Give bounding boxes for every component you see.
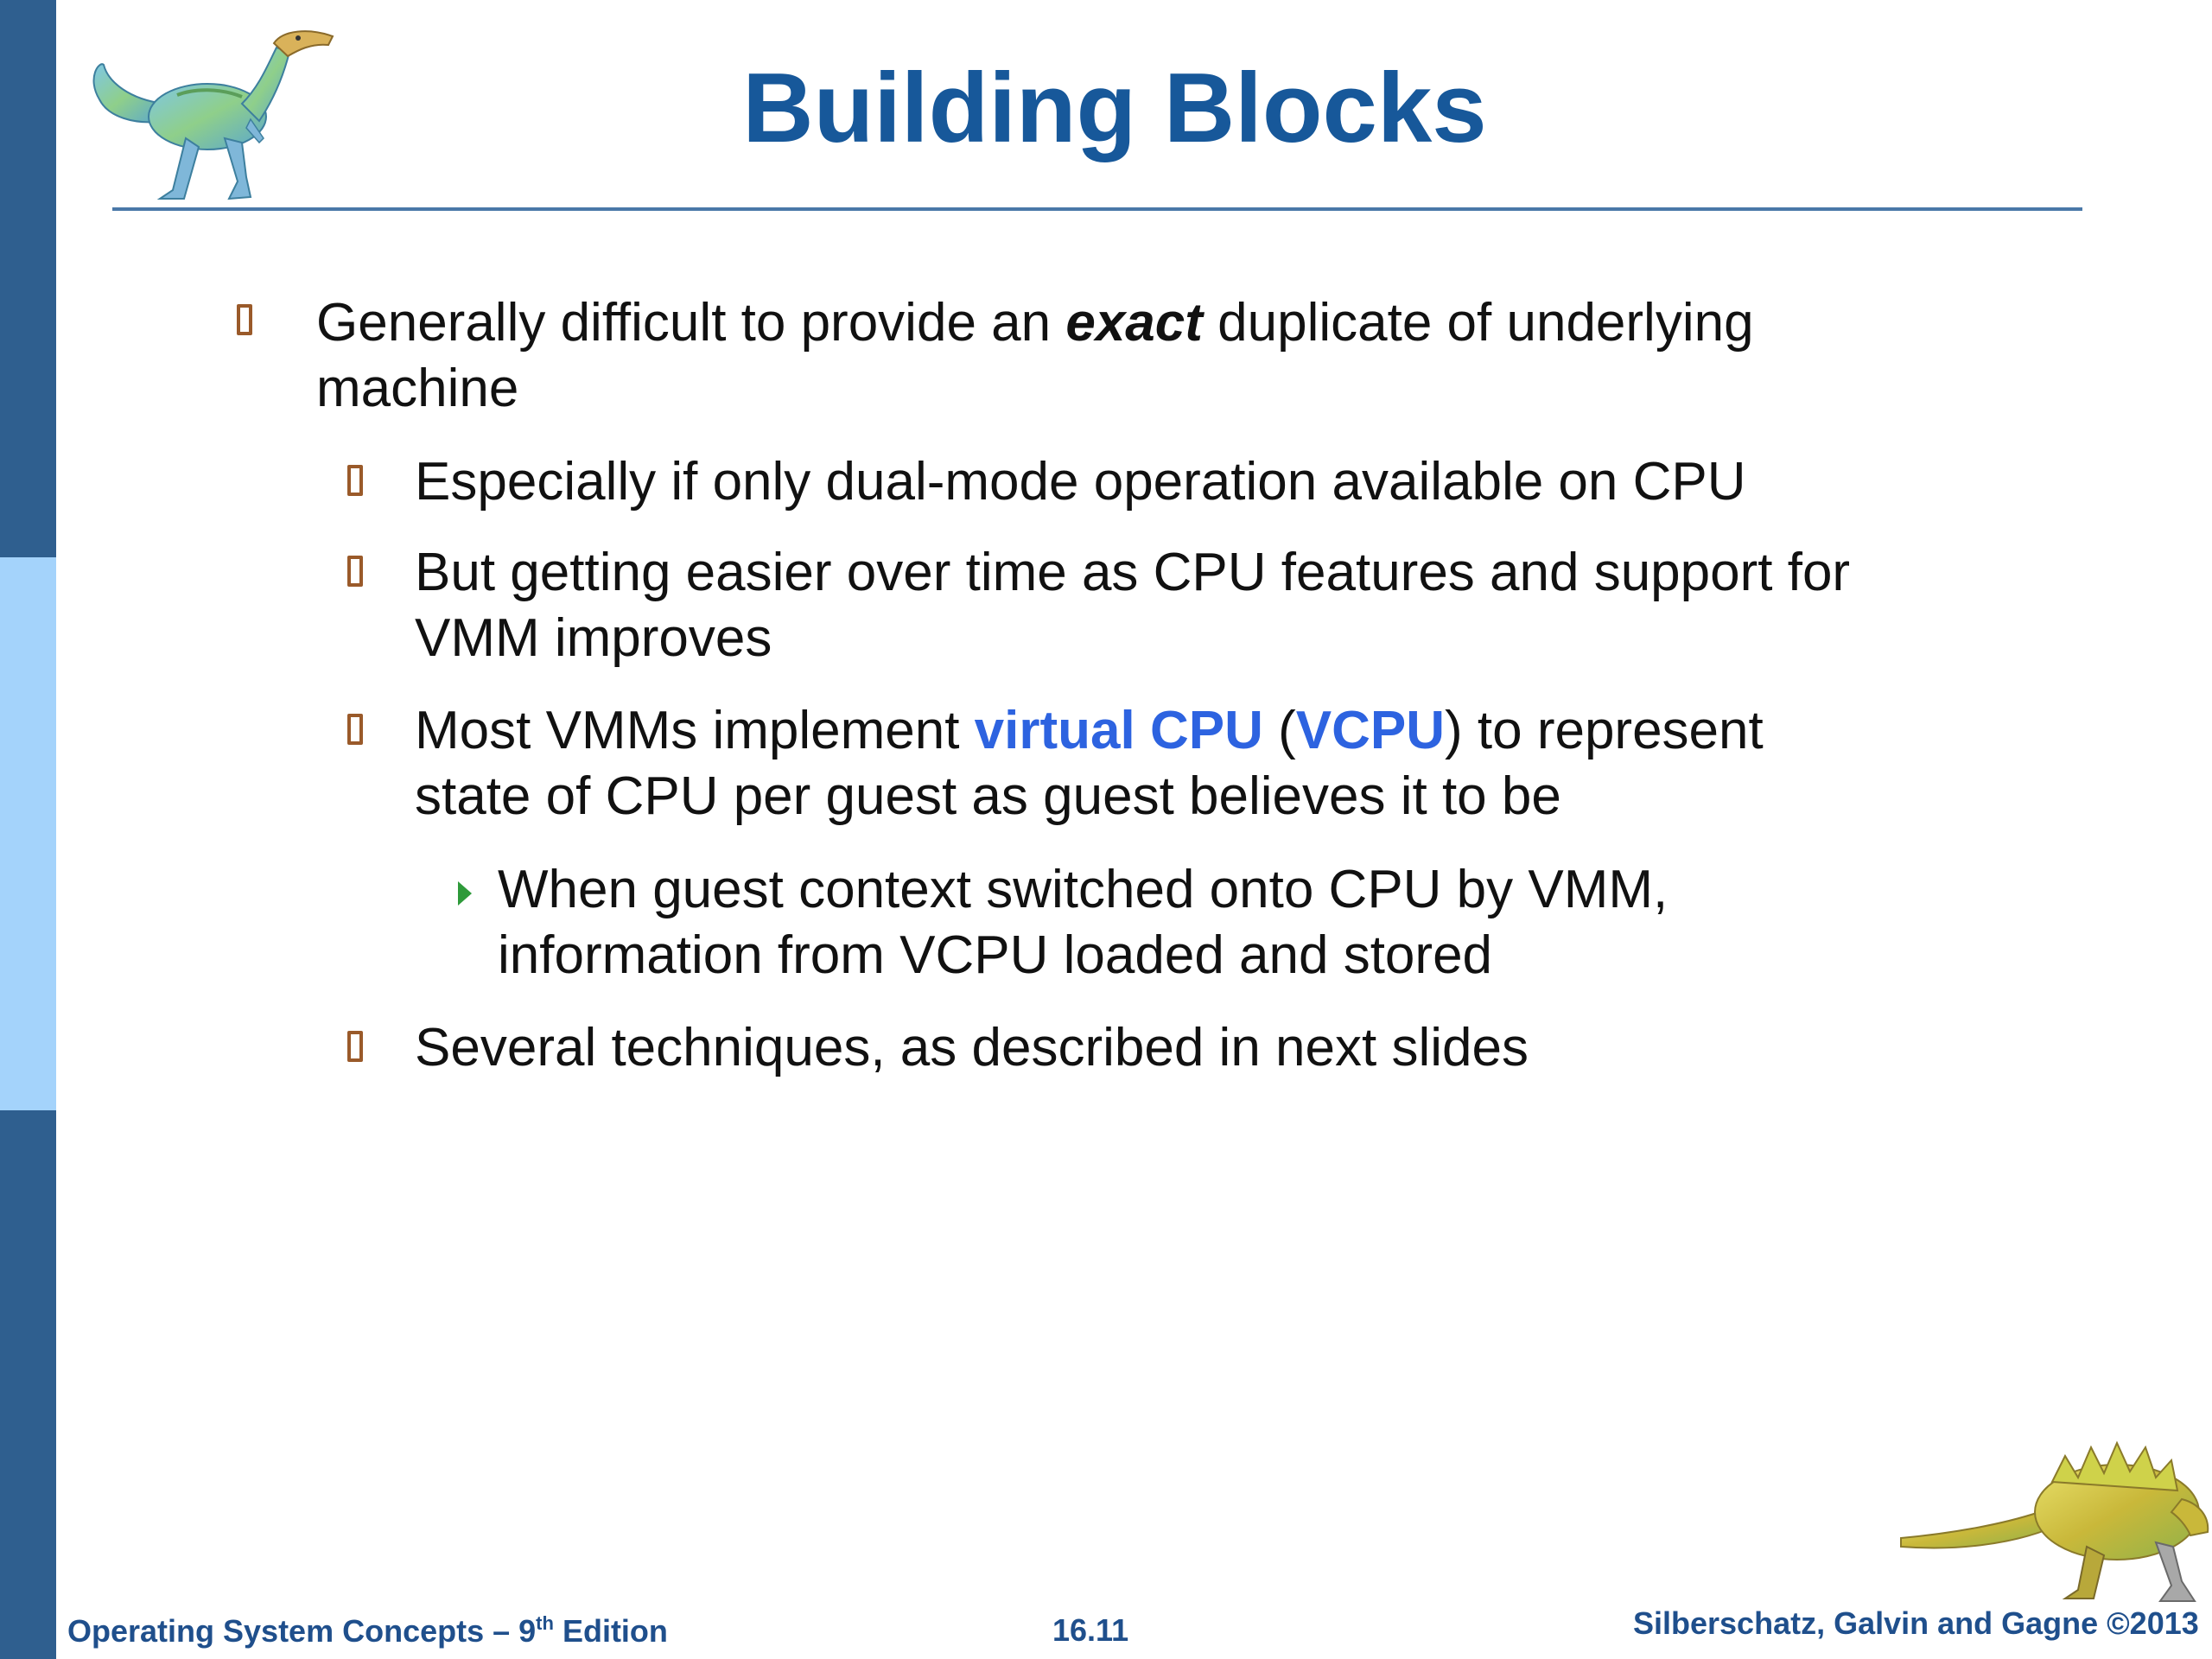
bullet-text: Most VMMs implement [415, 701, 975, 760]
bullet-text: Generally difficult to provide an [316, 293, 1066, 353]
bullet-square-icon [347, 1031, 363, 1062]
footer-superscript: th [536, 1612, 554, 1634]
bullet-arrow-icon [458, 881, 472, 906]
bullet-text-line: state of CPU per guest as guest believes… [415, 766, 1561, 826]
bullet-text-line: Several techniques, as described in next… [415, 1018, 1529, 1077]
bullet-text: ) to represent [1445, 701, 1764, 760]
bullet-text-line: information from VCPU loaded and stored [498, 925, 1493, 985]
emphasis-text: exact [1065, 293, 1203, 353]
side-bar-middle-segment [0, 557, 56, 1110]
footer-copyright: Silberschatz, Galvin and Gagne ©2013 [1633, 1605, 2199, 1641]
bullet-text-line: Most VMMs implement virtual CPU (VCPU) t… [415, 700, 1764, 761]
footer-text: Operating System Concepts – 9 [67, 1613, 537, 1649]
bullet-square-icon [347, 465, 363, 496]
bullet-text-line: Especially if only dual-mode operation a… [415, 452, 1746, 512]
bullet-text-line: When guest context switched onto CPU by … [498, 860, 1669, 919]
dinosaur-icon [92, 30, 334, 200]
bullet-text-line: But getting easier over time as CPU feat… [415, 543, 1851, 602]
bullet-text-line: VMM improves [415, 608, 772, 668]
highlight-text: virtual CPU [974, 701, 1263, 760]
title-divider [112, 207, 2082, 211]
slide-title: Building Blocks [742, 54, 1487, 163]
bullet-text: duplicate of underlying [1202, 293, 1754, 353]
bullet-text-line: machine [316, 359, 519, 418]
side-bar-bottom-segment [0, 1110, 56, 1659]
footer-text: Edition [553, 1613, 668, 1649]
bullet-square-icon [347, 556, 363, 587]
bullet-text-line: Generally difficult to provide an exact … [316, 292, 1754, 353]
bullet-square-icon [347, 714, 363, 745]
highlight-text: VCPU [1295, 701, 1446, 760]
footer-book-title: Operating System Concepts – 9th Edition [67, 1612, 668, 1649]
side-bar-top-segment [0, 0, 56, 557]
slide-content: Generally difficult to provide an exact … [237, 292, 1851, 1077]
bullet-square-icon [237, 304, 252, 335]
dinosaur-icon [1900, 1440, 2209, 1602]
left-side-bar [0, 0, 56, 1659]
footer-page-number: 16.11 [1052, 1612, 1129, 1648]
bullet-text: ( [1262, 701, 1296, 760]
